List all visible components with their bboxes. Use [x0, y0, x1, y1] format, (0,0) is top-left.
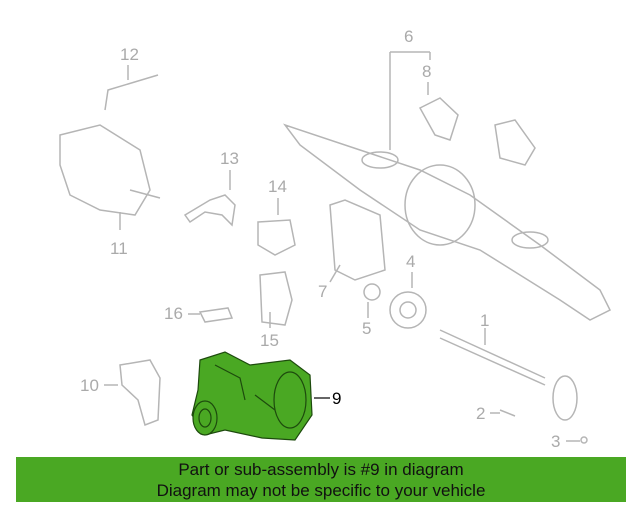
part-2	[499, 409, 516, 417]
axle-housing	[282, 123, 612, 321]
callout-8[interactable]: 8	[422, 62, 432, 81]
transfer-case	[59, 124, 151, 216]
part-5	[363, 283, 381, 301]
part-4	[389, 291, 427, 329]
callout-2[interactable]: 2	[476, 404, 486, 423]
callout-14[interactable]: 14	[268, 177, 287, 196]
part-7	[329, 199, 386, 281]
part-13	[183, 194, 236, 227]
callout-16[interactable]: 16	[164, 304, 183, 323]
part-info-banner: Part or sub-assembly is #9 in diagram Di…	[16, 457, 626, 502]
part-3	[580, 436, 588, 444]
banner-line-1: Part or sub-assembly is #9 in diagram	[178, 460, 464, 479]
part-16	[198, 307, 234, 323]
callout-11[interactable]: 11	[110, 239, 128, 258]
callout-10[interactable]: 10	[80, 376, 99, 395]
callout-6[interactable]: 6	[404, 27, 414, 46]
part-1	[439, 329, 546, 379]
part-8b	[494, 119, 536, 166]
part-10	[119, 359, 161, 426]
part-15	[259, 271, 293, 326]
callout-15[interactable]: 15	[260, 331, 279, 350]
callout-12[interactable]: 12	[120, 45, 139, 64]
callout-9[interactable]: 9	[332, 389, 342, 408]
part-14	[257, 219, 296, 256]
callout-1[interactable]: 1	[480, 311, 490, 330]
banner-line-2: Diagram may not be specific to your vehi…	[156, 481, 486, 500]
callout-5[interactable]: 5	[362, 319, 372, 338]
callout-13[interactable]: 13	[220, 149, 239, 168]
callout-3[interactable]: 3	[551, 432, 561, 451]
callout-4[interactable]: 4	[406, 252, 416, 271]
part-8	[418, 97, 459, 141]
part-12	[104, 74, 159, 111]
part-9-differential	[191, 351, 313, 441]
callout-7[interactable]: 7	[318, 282, 328, 301]
